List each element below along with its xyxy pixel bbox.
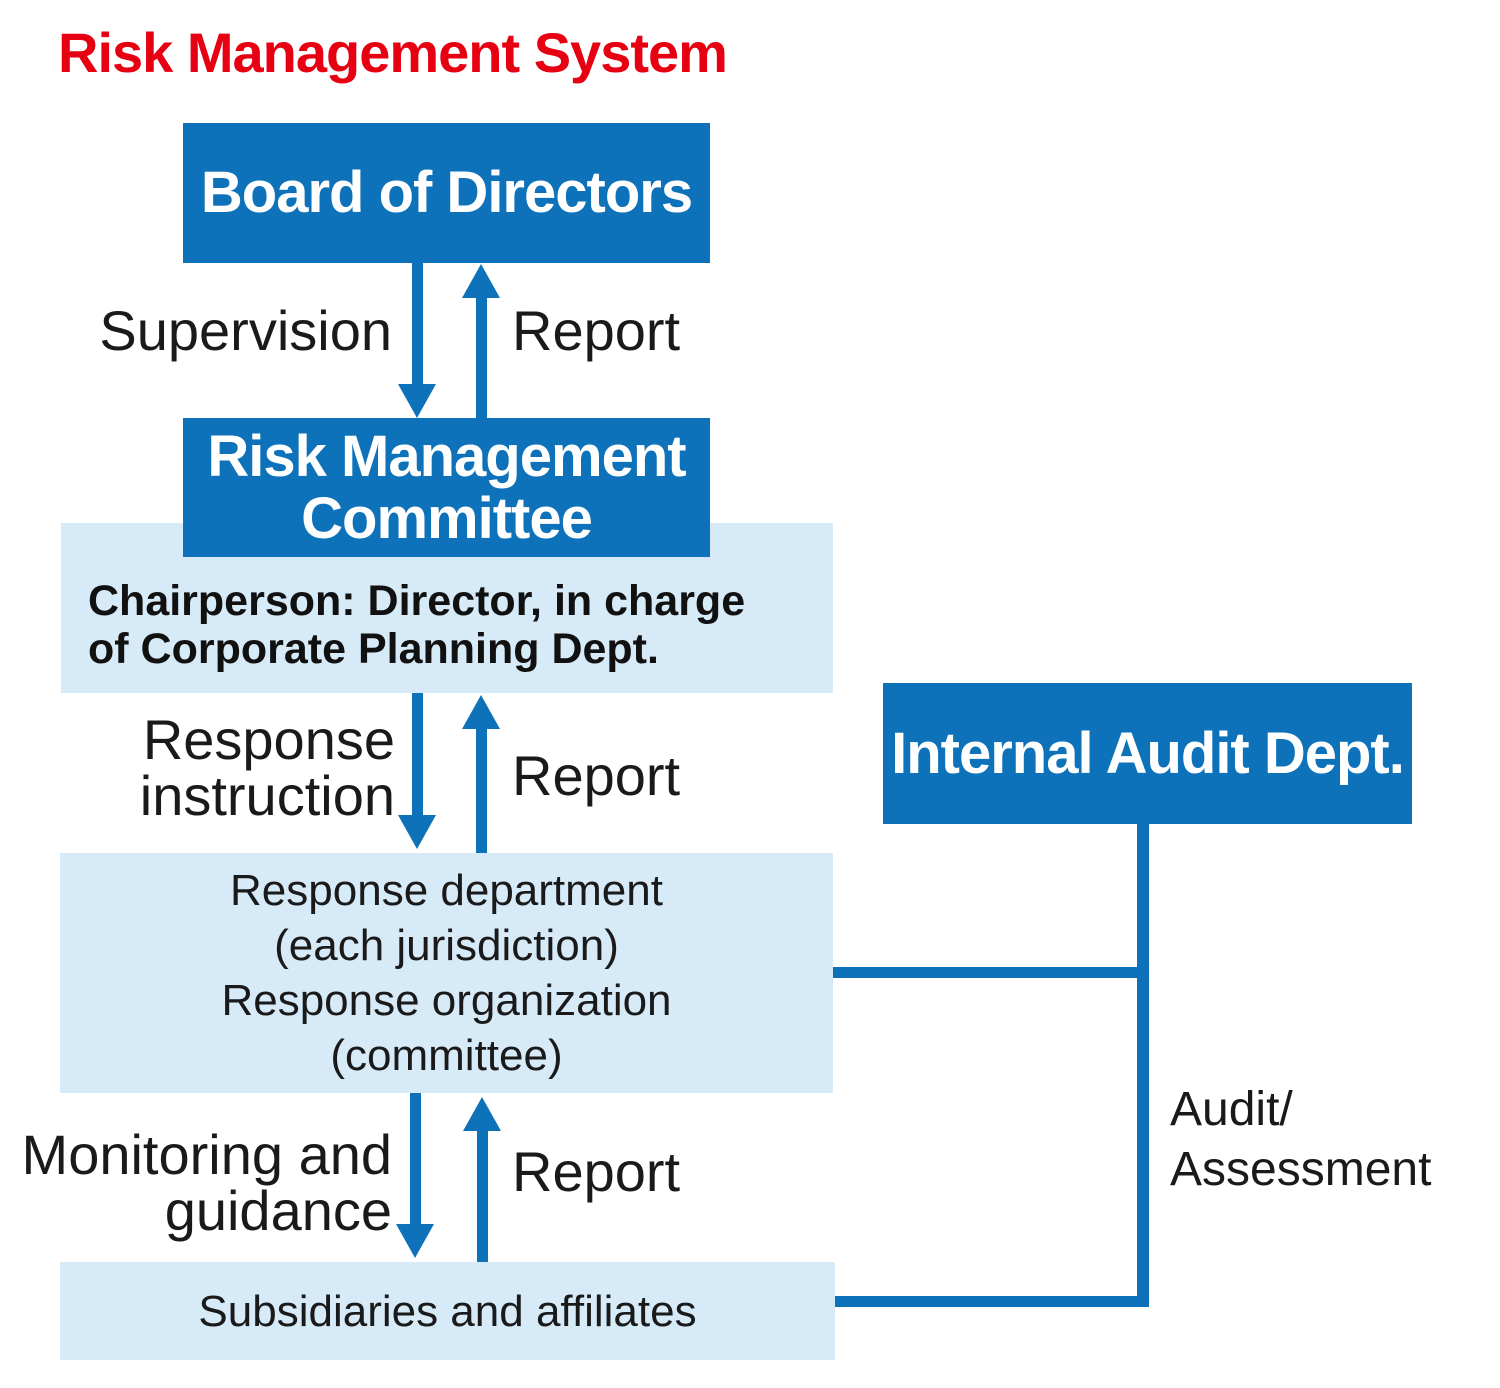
report-up-arrow-shaft-top	[476, 297, 487, 418]
board-of-directors-label: Board of Directors	[200, 160, 693, 225]
audit-connector-to-subsidiaries-box	[835, 1296, 1149, 1307]
report-label-bottom: Report	[512, 1140, 681, 1203]
supervision-down-arrow-shaft	[412, 263, 423, 384]
committee-label-line-1: Risk Management	[207, 423, 686, 489]
response-line-2: (each jurisdiction)	[274, 921, 619, 970]
supervision-down-arrow-head	[398, 384, 436, 418]
audit-assessment-line-1: Audit/	[1170, 1083, 1293, 1136]
audit-assessment-line-2: Assessment	[1170, 1143, 1432, 1196]
monitoring-down-arrow-shaft	[410, 1093, 421, 1224]
report-up-arrow-shaft-middle	[476, 728, 487, 853]
report-up-arrow-head-top	[462, 264, 500, 298]
risk-management-committee-box: Risk Management Committee	[183, 418, 710, 557]
response-instruction-line-1: Response	[142, 708, 395, 771]
report-up-arrow-head-bottom	[463, 1097, 501, 1131]
audit-assessment-label: Audit/ Assessment	[1170, 1080, 1431, 1200]
monitoring-line-1: Monitoring and	[21, 1123, 392, 1186]
committee-label-line-2: Committee	[301, 485, 593, 551]
board-of-directors-box: Board of Directors	[183, 123, 710, 263]
monitoring-line-2: guidance	[164, 1179, 392, 1242]
response-instruction-down-arrow-shaft	[412, 693, 423, 815]
response-department-box: Response department (each jurisdiction) …	[60, 853, 833, 1093]
subsidiaries-affiliates-box: Subsidiaries and affiliates	[60, 1262, 835, 1360]
monitoring-guidance-label: Monitoring and guidance	[0, 1127, 392, 1239]
internal-audit-dept-label: Internal Audit Dept.	[891, 720, 1405, 786]
report-up-arrow-shaft-bottom	[477, 1130, 488, 1263]
chairperson-line-2: of Corporate Planning Dept.	[88, 625, 659, 673]
internal-audit-dept-box: Internal Audit Dept.	[883, 683, 1412, 824]
supervision-label: Supervision	[99, 299, 392, 362]
response-instruction-down-arrow-head	[398, 815, 436, 849]
response-line-4: (committee)	[330, 1031, 563, 1080]
audit-connector-vertical-line	[1137, 824, 1149, 1307]
subsidiaries-affiliates-label: Subsidiaries and affiliates	[198, 1286, 697, 1336]
chairperson-text: Chairperson: Director, in charge of Corp…	[88, 577, 745, 673]
response-line-3: Response organization	[221, 976, 672, 1025]
monitoring-down-arrow-head	[396, 1224, 434, 1258]
report-label-top: Report	[512, 299, 681, 362]
report-label-middle: Report	[512, 744, 681, 807]
response-line-1: Response department	[230, 866, 663, 915]
response-instruction-label: Response instruction	[0, 712, 395, 824]
report-up-arrow-head-middle	[462, 695, 500, 729]
chairperson-line-1: Chairperson: Director, in charge	[88, 577, 746, 625]
response-instruction-line-2: instruction	[139, 764, 395, 827]
audit-connector-to-response-box	[833, 967, 1149, 978]
page-title: Risk Management System	[58, 21, 728, 84]
